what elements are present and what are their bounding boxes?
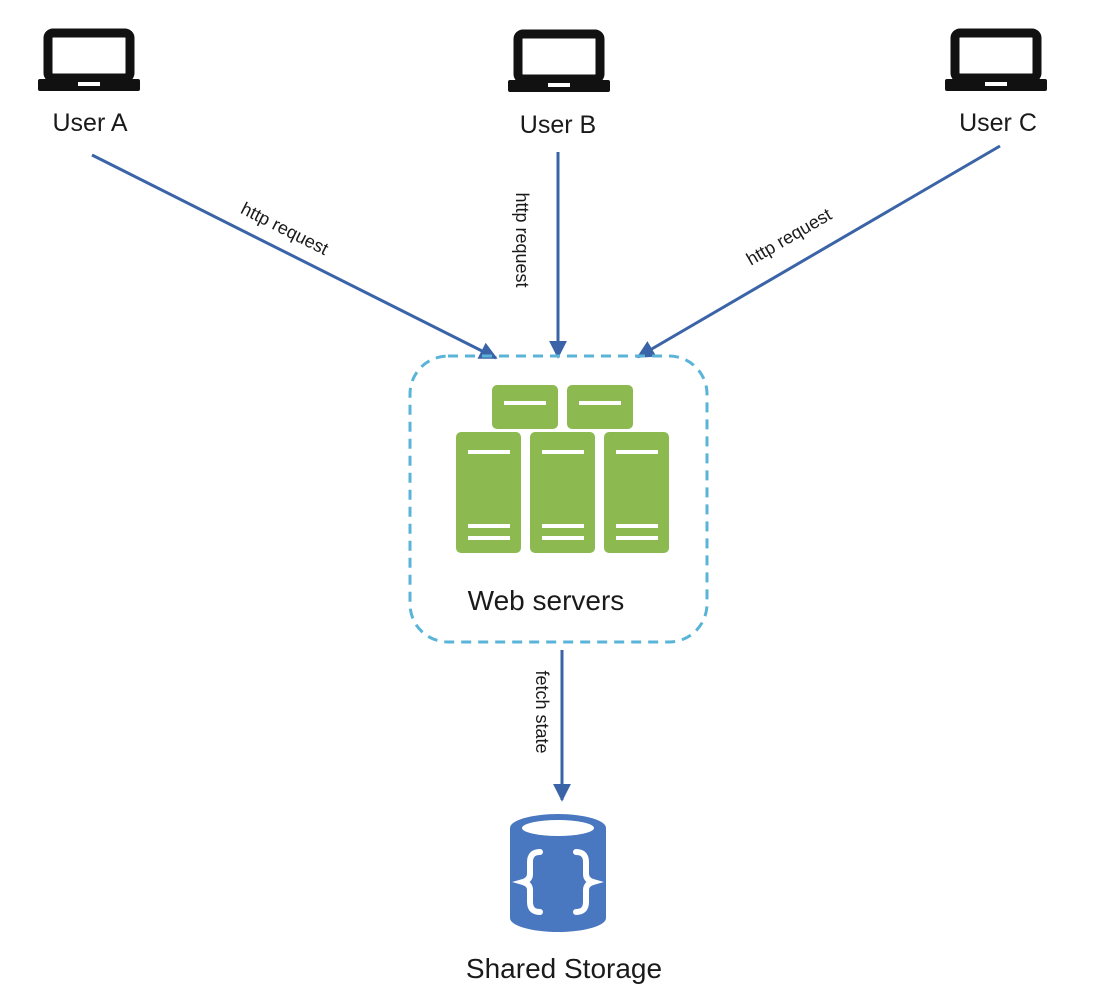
user-b-label: User B bbox=[520, 111, 596, 139]
laptop-icon bbox=[38, 28, 140, 91]
arrow-user-a-to-servers: http request bbox=[91, 153, 498, 360]
user-c-node: User C bbox=[945, 28, 1047, 137]
edge-label-user-c: http request bbox=[743, 204, 835, 269]
user-a-label: User A bbox=[52, 109, 127, 137]
laptop-icon bbox=[508, 29, 610, 92]
cluster-border bbox=[408, 354, 709, 644]
shared-storage-node: Shared Storage bbox=[466, 814, 662, 984]
arrow-servers-to-storage: fetch state bbox=[532, 650, 571, 802]
user-c-label: User C bbox=[959, 109, 1037, 137]
database-icon bbox=[510, 814, 606, 932]
edge-label-user-b: http request bbox=[512, 192, 532, 287]
user-a-node: User A bbox=[38, 28, 140, 137]
server-rack-icon bbox=[454, 385, 671, 555]
arrow-user-b-to-servers: http request bbox=[512, 152, 567, 359]
arrow-user-c-to-servers: http request bbox=[636, 144, 1001, 359]
shared-storage-label: Shared Storage bbox=[466, 953, 662, 984]
web-servers-label: Web servers bbox=[468, 585, 625, 616]
edge-label-user-a: http request bbox=[238, 198, 332, 259]
user-b-node: User B bbox=[508, 29, 610, 139]
edge-label-fetch-state: fetch state bbox=[532, 670, 552, 753]
web-servers-cluster: Web servers bbox=[408, 354, 709, 644]
laptop-icon bbox=[945, 28, 1047, 91]
